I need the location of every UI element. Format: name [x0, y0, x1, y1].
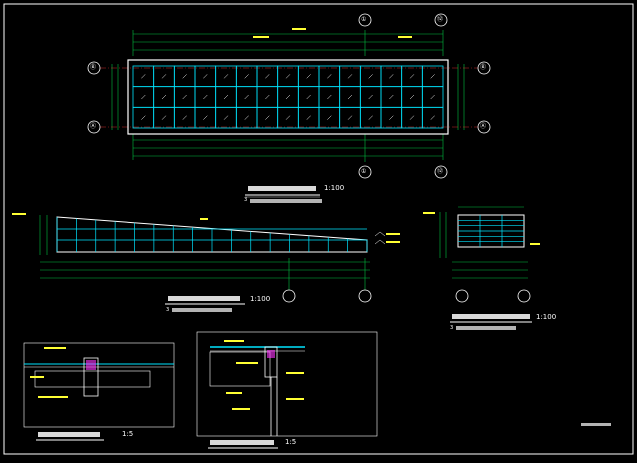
axis-label-1-bottom: ① — [361, 168, 367, 175]
glass-hatch-mark — [203, 74, 208, 79]
side-elevation-note-number: 3 — [166, 307, 170, 313]
glass-hatch-mark — [389, 94, 394, 100]
glass-hatch-mark — [285, 94, 291, 100]
glass-hatch-mark — [141, 74, 146, 79]
glass-hatch-mark — [285, 115, 291, 120]
glass-hatch-mark — [182, 74, 187, 79]
glass-hatch-mark — [161, 94, 167, 100]
axis-label-a-right: Ⓐ — [480, 123, 487, 130]
glass-hatch-mark — [244, 94, 249, 100]
glass-hatch-mark — [161, 74, 167, 79]
plan-top-dimension-marks — [253, 28, 412, 38]
glass-hatch-mark — [203, 115, 208, 120]
glass-hatch-mark — [368, 115, 373, 120]
glass-hatch-mark — [327, 94, 332, 100]
glass-hatch-mark — [368, 74, 373, 79]
glass-hatch-mark — [327, 74, 332, 79]
glass-hatch-mark — [244, 74, 249, 79]
glass-hatch-mark — [265, 74, 270, 79]
glass-hatch-mark — [347, 74, 353, 79]
glass-hatch-mark — [347, 115, 353, 120]
glass-hatch-mark — [265, 94, 270, 100]
glass-hatch-mark — [223, 115, 229, 120]
glass-hatch-mark — [389, 74, 394, 79]
glass-hatch-mark — [182, 115, 187, 120]
glass-hatch-mark — [141, 115, 146, 120]
glass-hatch-mark — [368, 94, 373, 100]
glass-hatch-mark — [409, 115, 415, 120]
glass-hatch-mark — [409, 74, 415, 79]
detail-2-scale-label: 1:5 — [285, 438, 297, 446]
detail-1-section — [23, 342, 175, 441]
plan-scale-label: 1:100 — [324, 184, 345, 192]
glass-hatch-mark — [265, 115, 270, 120]
plan-note-number: 3 — [244, 197, 248, 203]
glass-hatch-mark — [223, 94, 229, 100]
glass-hatch-mark — [141, 94, 146, 100]
glass-hatch-mark — [389, 115, 394, 120]
detail-2-section — [196, 331, 378, 449]
glass-hatch-mark — [306, 94, 311, 100]
glass-hatch-mark — [306, 74, 311, 79]
glass-hatch-mark — [306, 115, 311, 120]
glass-hatch-mark — [327, 115, 332, 120]
end-elevation-note-number: 3 — [450, 325, 454, 331]
side-glass-grid — [56, 217, 368, 252]
end-glass-grid — [458, 215, 524, 247]
axis-label-12-bottom: ⑫ — [437, 168, 444, 175]
detail-1-scale-label: 1:5 — [122, 430, 134, 438]
axis-label-a-left: Ⓐ — [90, 123, 97, 130]
side-elevation-scale-label: 1:100 — [250, 295, 271, 303]
canopy-side-elevation — [12, 213, 400, 312]
glass-hatch-mark — [223, 74, 229, 79]
axis-label-1-top: ① — [361, 16, 367, 23]
glass-hatch-mark — [161, 115, 167, 120]
glass-hatch-mark — [203, 94, 208, 100]
glass-hatch-mark — [430, 74, 435, 79]
sheet-footer-mark — [581, 423, 611, 426]
axis-label-12-top: ⑫ — [437, 16, 444, 23]
end-elevation-scale-label: 1:100 — [536, 313, 557, 321]
glass-hatch-mark — [347, 94, 353, 100]
axis-label-b-right: Ⓑ — [480, 64, 487, 71]
glass-panel — [421, 106, 444, 129]
glass-hatch-mark — [409, 94, 415, 100]
canopy-end-elevation — [423, 206, 540, 330]
glass-hatch-mark — [182, 94, 187, 100]
sheet-border — [3, 3, 634, 455]
axis-label-b-left: Ⓑ — [90, 64, 97, 71]
glass-hatch-mark — [285, 74, 291, 79]
plan-glass-grid — [132, 65, 444, 129]
glass-hatch-mark — [430, 94, 435, 100]
glass-hatch-mark — [430, 115, 435, 120]
canopy-plan-view — [87, 13, 491, 203]
glass-hatch-mark — [244, 115, 249, 120]
